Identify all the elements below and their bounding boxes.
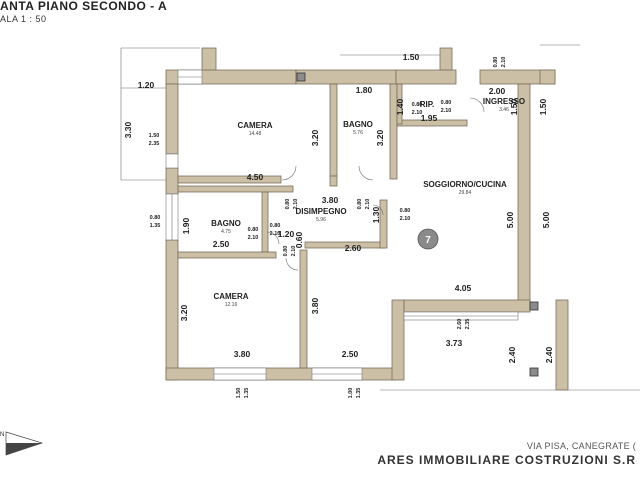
opening-label: 1.50: [149, 133, 160, 139]
opening-label: 0.80: [412, 102, 423, 108]
dimension-labels: 1.50 1.20 1.80 1.40 1.95 2.00 1.50 1.50 …: [123, 52, 554, 363]
opening-label: 1.50: [236, 388, 242, 399]
room-name: BAGNO: [343, 120, 373, 129]
dimension-label: 5.00: [541, 211, 551, 228]
door-swings: [266, 97, 485, 271]
room-name: CAMERA: [213, 292, 248, 301]
room-name: RIP.: [420, 100, 435, 109]
opening-label: 0.80: [285, 199, 291, 210]
dimension-label: 1.80: [356, 85, 373, 95]
opening-label: 1.35: [244, 388, 250, 399]
opening-label: 0.80: [493, 57, 499, 68]
dimension-label: 0.60: [294, 231, 304, 248]
opening-label: 2.60: [457, 319, 463, 330]
dimension-label: 1.50: [538, 98, 548, 115]
dimension-label: 2.40: [544, 346, 554, 363]
opening-label: 0.80: [283, 246, 289, 257]
opening-label: 2.35: [149, 141, 160, 147]
dimension-label: 1.50: [403, 52, 420, 62]
dimension-label: 3.20: [179, 304, 189, 321]
dimension-label: 1.20: [278, 229, 295, 239]
opening-label: 0.80: [441, 100, 452, 106]
construction-lines: [120, 44, 640, 391]
dimension-label: 3.73: [446, 338, 463, 348]
room-name: DISIMPEGNO: [295, 207, 346, 216]
opening-label: 2.10: [248, 235, 259, 241]
dimension-label: 3.20: [310, 129, 320, 146]
opening-label: 0.80: [270, 223, 281, 229]
dimension-label: 1.20: [138, 80, 155, 90]
dimension-label: 1.40: [395, 98, 405, 115]
room-area: 5.96: [316, 217, 326, 223]
room-name: BAGNO: [211, 219, 241, 228]
room-area: 29.84: [459, 190, 472, 196]
opening-label: 2.10: [412, 110, 423, 116]
opening-label: 2.10: [441, 108, 452, 114]
dimension-label: 2.50: [213, 239, 230, 249]
opening-label: 0.80: [150, 215, 161, 221]
dimension-label: 5.00: [505, 211, 515, 228]
room-area: 4.75: [221, 229, 231, 235]
dimension-label: 2.50: [342, 349, 359, 359]
dimension-label: 1.50: [509, 98, 519, 115]
address: VIA PISA, CANEGRATE (: [526, 441, 636, 451]
opening-label: 1.00: [348, 388, 354, 399]
dimension-label: 2.00: [489, 86, 506, 96]
dimension-label: 3.20: [375, 129, 385, 146]
room-name: SOGGIORNO/CUCINA: [423, 180, 507, 189]
opening-label: 2.10: [501, 57, 507, 68]
columns: [296, 72, 539, 377]
opening-label: 1.35: [150, 223, 161, 229]
dimension-label: 2.60: [345, 243, 362, 253]
company-name: ARES IMMOBILIARE COSTRUZIONI S.R: [377, 453, 636, 467]
opening-label: 2.10: [291, 246, 297, 257]
dimension-label: 1.90: [181, 217, 191, 234]
dimension-label: 2.40: [507, 346, 517, 363]
dimension-label: 1.95: [421, 113, 438, 123]
room-marker: 7: [417, 228, 439, 250]
opening-label: 2.10: [270, 231, 281, 237]
dimension-label: 3.30: [123, 121, 133, 138]
opening-label: 0.80: [357, 199, 363, 210]
room-labels: CAMERA 14.48 BAGNO 5.76 RIP. INGRESSO 3.…: [211, 97, 525, 308]
room-area: 5.76: [353, 130, 363, 136]
dimension-label: 1.30: [371, 206, 381, 223]
opening-label: 2.10: [365, 199, 371, 210]
north-label: N: [0, 432, 4, 438]
dimension-label: 4.05: [455, 283, 472, 293]
opening-labels: 1.50 2.35 0.80 1.35 0.80 2.10 0.80 2.10 …: [149, 57, 507, 399]
plan-title: ANTA PIANO SECONDO - A: [0, 0, 168, 13]
opening-label: 2.10: [400, 216, 411, 222]
dimension-label: 3.80: [322, 195, 339, 205]
opening-label: 2.35: [465, 319, 471, 330]
dimension-label: 3.80: [310, 297, 320, 314]
room-area: 3.46: [499, 107, 509, 113]
north-arrow-icon: N: [0, 431, 44, 456]
room-name: CAMERA: [237, 121, 272, 130]
marker-number: 7: [425, 235, 431, 246]
plan-scale: ALA 1 : 50: [0, 14, 47, 24]
dimension-label: 4.50: [247, 172, 264, 182]
opening-label: 2.10: [293, 199, 299, 210]
room-area: 12.16: [225, 302, 238, 308]
opening-label: 1.35: [356, 388, 362, 399]
windows: [165, 69, 519, 381]
opening-label: 0.80: [400, 208, 411, 214]
opening-label: 0.80: [248, 227, 259, 233]
room-area: 14.48: [249, 131, 262, 137]
room-name: INGRESSO: [483, 97, 525, 106]
dimension-label: 3.80: [234, 349, 251, 359]
